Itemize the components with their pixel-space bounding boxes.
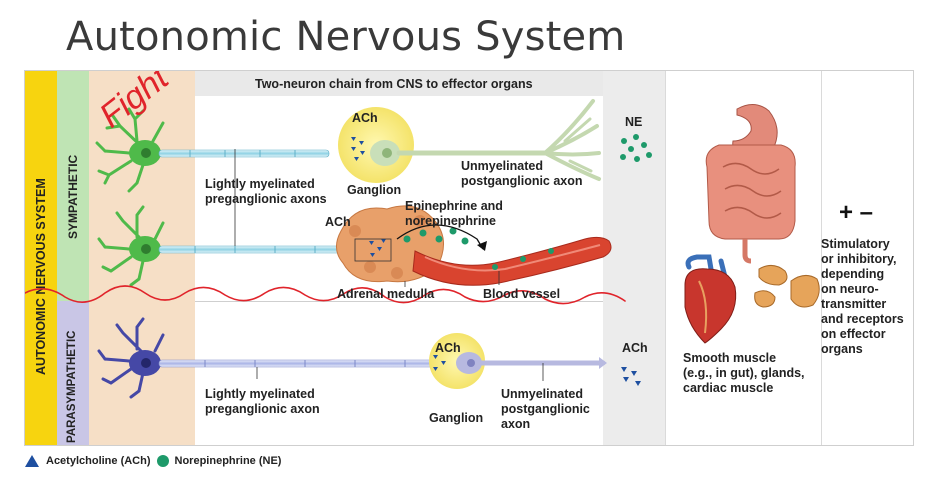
diagram-header: Two-neuron chain from CNS to effector or…	[255, 77, 533, 91]
sympathetic-ganglion	[338, 107, 414, 183]
legend-ne-label: Norepinephrine (NE)	[174, 455, 282, 467]
sympathetic-pre-axon-line2: preganglionic axons	[205, 192, 327, 206]
slide-title: Autonomic Nervous System	[66, 14, 626, 60]
sympathetic-pre-axon-line1: Lightly myelinated	[205, 177, 315, 191]
sympathetic-pre-axon-label: Lightly myelinated preganglionic axons	[205, 177, 327, 207]
ne-label: NE	[625, 115, 643, 129]
effector-organs-label: Smooth muscle (e.g., in gut), glands, ca…	[683, 351, 805, 396]
release-arrow	[396, 224, 484, 250]
parasympathetic-post-axon-line2: postganglionic	[501, 402, 590, 416]
ne-dot-icon	[156, 455, 169, 467]
sympathetic-ganglion-label: Ganglion	[347, 183, 402, 197]
legend-ach-label: Acetylcholine (ACh)	[46, 455, 151, 467]
effect-line-4: transmitter	[821, 297, 887, 311]
effector-line1: Smooth muscle	[683, 351, 777, 365]
effector-line2: (e.g., in gut), glands,	[683, 366, 805, 380]
sympathetic-post-axon-label: Unmyelinated postganglionic axon	[461, 159, 583, 189]
effect-description: Stimulatory or inhibitory, depending on …	[821, 237, 904, 357]
handwritten-annotation	[25, 285, 626, 305]
parasympathetic-ganglion	[429, 333, 607, 389]
parasympathetic-bar	[57, 301, 89, 445]
parasympathetic-pre-axon-line1: Lightly myelinated	[205, 387, 315, 401]
effector-ach-label: ACh	[622, 341, 648, 355]
parasympathetic-ach-label: ACh	[435, 341, 461, 355]
intestines-icon	[705, 144, 796, 264]
ach-triangle-icon	[25, 455, 39, 467]
ans-diagram: AUTONOMIC NERVOUS SYSTEM SYMPATHETIC PAR…	[24, 70, 914, 446]
parasympathetic-pre-axon-label: Lightly myelinated preganglionic axon	[205, 387, 320, 417]
sympathetic-preganglionic-neuron-1	[95, 107, 330, 193]
sympathetic-ach-label: ACh	[352, 111, 378, 125]
glands-icon	[754, 265, 820, 308]
sympathetic-post-axon-line2: postganglionic axon	[461, 174, 583, 188]
epinephrine-line1: Epinephrine and	[405, 199, 503, 213]
ne-molecules-vessel	[403, 227, 554, 270]
effect-line-0: Stimulatory	[821, 237, 890, 251]
parasympathetic-post-axon-label: Unmyelinated postganglionic axon	[501, 387, 590, 432]
effect-line-6: on effector	[821, 327, 886, 341]
epinephrine-line2: norepinephrine	[405, 214, 496, 228]
effector-line3: cardiac muscle	[683, 381, 774, 395]
effect-line-3: on neuro-	[821, 282, 879, 296]
heart-icon	[684, 254, 737, 344]
adrenal-ach-label: ACh	[325, 215, 351, 229]
parasympathetic-post-axon-line3: axon	[501, 417, 531, 431]
parasympathetic-preganglionic-neuron	[97, 317, 448, 399]
epinephrine-label: Epinephrine and norepinephrine	[405, 199, 503, 229]
sympathetic-postganglionic-axon	[396, 99, 601, 181]
effect-line-2: depending	[821, 267, 885, 281]
ans-bar	[25, 71, 57, 445]
blood-vessel	[412, 236, 612, 286]
sympathetic-post-axon-line1: Unmyelinated	[461, 159, 543, 173]
effect-signs: + –	[839, 199, 874, 226]
header-band	[195, 71, 603, 96]
ne-molecules-top	[620, 134, 652, 162]
ach-molecules-effector	[621, 367, 641, 386]
adrenal-medulla-label: Adrenal medulla	[337, 287, 435, 301]
neuron-drawing: Fight	[25, 71, 820, 399]
blood-vessel-label: Blood vessel	[483, 287, 561, 301]
legend: Acetylcholine (ACh) Norepinephrine (NE)	[24, 452, 281, 470]
ne-column	[603, 71, 665, 445]
parasympathetic-ganglion-label: Ganglion	[429, 411, 484, 425]
effect-line-7: organs	[821, 342, 863, 356]
effect-line-1: or inhibitory,	[821, 252, 897, 266]
effect-line-5: and receptors	[821, 312, 904, 326]
parasympathetic-pre-axon-line2: preganglionic axon	[205, 402, 320, 416]
sympathetic-bar	[57, 71, 89, 301]
parasympathetic-post-axon-line1: Unmyelinated	[501, 387, 583, 401]
sympathetic-preganglionic-neuron-2	[97, 149, 360, 287]
